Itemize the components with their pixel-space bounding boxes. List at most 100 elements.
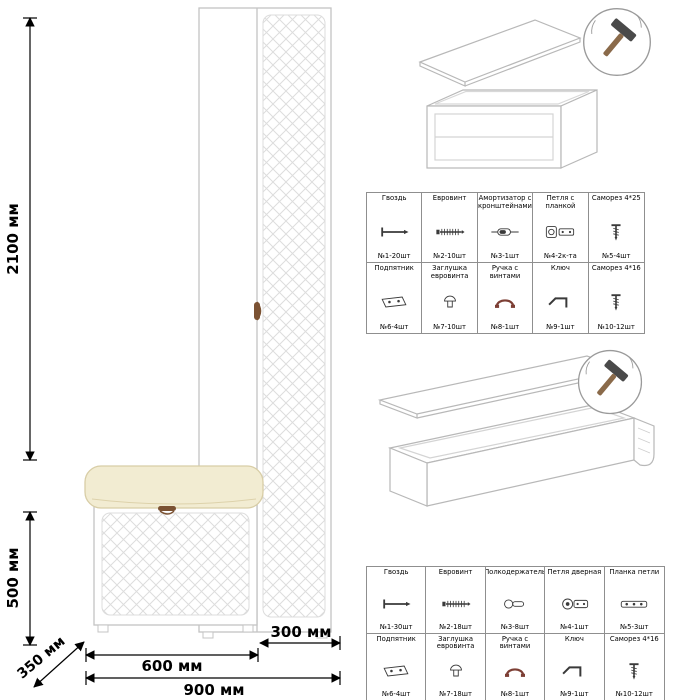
hardware-cell: Подпятник №6-4шт xyxy=(367,263,423,333)
part-name: Саморез 4*16 xyxy=(591,264,641,272)
part-name: Евровинт xyxy=(438,568,473,576)
part-name: Заглушка евровинта xyxy=(430,264,469,280)
hinge-strip-icon xyxy=(614,594,654,614)
part-qty: №1-30шт xyxy=(379,622,413,631)
dim-label-bench-width: 600 мм xyxy=(141,657,202,675)
key-icon xyxy=(554,661,594,681)
bench-flap-quilt-panel xyxy=(101,512,250,616)
glide-icon xyxy=(374,292,414,312)
dim-label-bench-height: 500 мм xyxy=(4,547,22,608)
exploded-diagram-plinth xyxy=(377,349,655,507)
hardware-cell: Подпятник №6-4шт xyxy=(367,633,427,700)
hammer-icon xyxy=(577,349,643,415)
part-qty: №4-1шт xyxy=(560,622,589,631)
dim-label-total-width: 900 мм xyxy=(183,681,244,699)
part-qty: №4-2к-та xyxy=(543,252,577,260)
hinge-with-plate-icon xyxy=(540,222,580,242)
part-qty: №9-1шт xyxy=(560,690,589,698)
part-qty: №5-3шт xyxy=(620,622,649,631)
hardware-cell: Гвоздь №1-30шт xyxy=(367,567,427,634)
key-icon xyxy=(540,292,580,312)
hardware-cell: Саморез 4*16 №10-12шт xyxy=(605,634,664,700)
cabinet-door-quilt-panel xyxy=(262,14,326,618)
hardware-cell: Заглушка евровинта №7-18шт xyxy=(426,633,486,700)
bench-top-panel xyxy=(418,19,582,87)
bench-carcass xyxy=(426,89,598,169)
part-qty: №2-10шт xyxy=(433,252,466,260)
part-name: Ручка с винтами xyxy=(489,264,521,280)
part-name: Подпятник xyxy=(374,264,414,272)
nail-icon xyxy=(376,594,416,614)
part-name: Гвоздь xyxy=(381,194,407,202)
part-qty: №6-4шт xyxy=(382,690,411,698)
part-name: Саморез 4*25 xyxy=(591,194,641,202)
exploded-diagram-bench xyxy=(418,8,651,169)
part-name: Полкодержатель xyxy=(485,568,546,576)
hardware-cell: Ручка с винтами №8-1шт xyxy=(478,263,534,333)
dim-label-depth: 350 мм xyxy=(14,633,68,682)
hardware-cell: Евровинт №2-10шт xyxy=(422,193,478,263)
handle-icon xyxy=(495,661,535,681)
part-name: Ручка с винтами xyxy=(499,634,531,651)
hardware-cell: Гвоздь №1-20шт xyxy=(367,193,423,263)
part-name: Подпятник xyxy=(376,634,416,643)
bench-foot xyxy=(97,624,109,633)
handle-icon xyxy=(485,292,525,312)
hardware-cell: Саморез 4*25 №5-4шт xyxy=(588,193,644,263)
part-qty: №10-12шт xyxy=(615,690,653,698)
long-carcass xyxy=(387,403,655,507)
screw-icon xyxy=(596,292,636,312)
hardware-cell: Евровинт №2-18шт xyxy=(426,567,486,634)
screw-icon xyxy=(596,222,636,242)
hammer-icon xyxy=(583,8,651,76)
part-qty: №1-20шт xyxy=(377,252,411,260)
glide-icon xyxy=(376,661,416,681)
part-qty: №7-18шт xyxy=(439,690,472,698)
part-qty: №10-12шт xyxy=(597,323,635,331)
part-qty: №6-4шт xyxy=(380,323,409,331)
cabinet-door-handle xyxy=(254,301,262,321)
cap-icon xyxy=(436,661,476,681)
part-qty: №7-10шт xyxy=(433,323,466,331)
part-name: Ключ xyxy=(564,634,584,643)
part-name: Ключ xyxy=(550,264,570,272)
bench-flap-handle xyxy=(158,506,176,515)
hardware-cell: Ключ №9-1шт xyxy=(545,633,605,700)
shoe-bench xyxy=(84,465,264,633)
cabinet-foot xyxy=(202,631,214,639)
part-qty: №8-1шт xyxy=(490,323,520,331)
part-name: Амортизатор с кронштейнами xyxy=(478,194,532,210)
nail-icon xyxy=(374,222,414,242)
hardware-cell: Полкодержатель №3-8шт xyxy=(485,567,546,634)
bench-cushion xyxy=(84,465,264,509)
hardware-cell: Амортизатор с кронштейнами №3-1шт xyxy=(477,193,534,263)
hardware-cell: Петля дверная №4-1шт xyxy=(545,567,605,634)
bench-foot xyxy=(242,624,254,633)
part-qty: №9-1шт xyxy=(546,323,575,331)
euroscrew-icon xyxy=(430,222,470,242)
part-name: Гвоздь xyxy=(383,568,409,576)
part-qty: №3-1шт xyxy=(490,252,520,260)
cap-icon xyxy=(430,292,470,312)
screw-icon xyxy=(614,661,654,681)
dimension-lines xyxy=(23,17,341,688)
hardware-table-bottom: Гвоздь №1-30шт Евровинт №2-18шт Полкодер… xyxy=(366,566,665,700)
dim-label-cabinet-width: 300 мм xyxy=(270,623,331,641)
damper-icon xyxy=(485,222,525,242)
part-qty: №3-8шт xyxy=(500,622,530,631)
shelf-pin-icon xyxy=(495,594,535,614)
hardware-table-top: Гвоздь №1-20шт Евровинт №2-10шт Амортиза… xyxy=(366,192,645,334)
part-qty: №5-4шт xyxy=(602,252,631,260)
hardware-cell: Ключ №9-1шт xyxy=(533,263,589,333)
hardware-cell: Планка петли №5-3шт xyxy=(604,567,664,634)
furniture-front-view: 2100 мм 500 мм 350 мм 600 мм 300 мм 900 … xyxy=(4,7,341,699)
part-name: Петля дверная xyxy=(547,568,602,576)
hardware-cell: Заглушка евровинта №7-10шт xyxy=(422,263,478,333)
part-name: Планка петли xyxy=(609,568,660,576)
hardware-cell: Петля с планкой №4-2к-та xyxy=(533,193,589,263)
part-name: Евровинт xyxy=(432,194,467,202)
dim-label-total-height: 2100 мм xyxy=(4,203,22,275)
part-name: Петля с планкой xyxy=(545,194,576,210)
part-qty: №8-1шт xyxy=(500,690,530,698)
